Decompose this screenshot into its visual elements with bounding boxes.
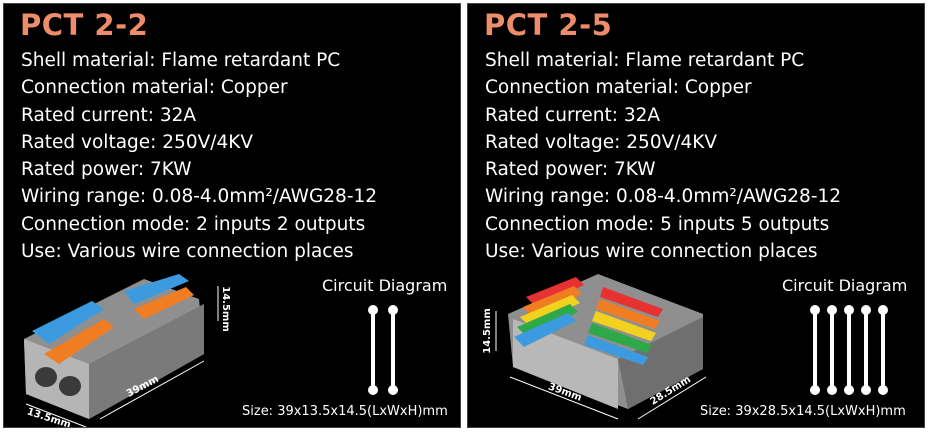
spec-wiring-range: Wiring range: 0.08-4.0mm²/AWG28-12 [485,186,842,208]
spec-shell-material: Shell material: Flame retardant PC [485,50,805,71]
circuit-diagram-icon [810,305,888,395]
spec-connection-material: Connection material: Copper [21,77,288,99]
product-title: PCT 2-2 [20,8,149,42]
size-text: Size: 39x13.5x14.5(LxWxH)mm [242,404,448,419]
product-title: PCT 2-5 [484,8,613,42]
spec-connection-mode: Connection mode: 2 inputs 2 outputs [21,213,366,235]
spec-list: Shell material: Flame retardant PC Conne… [21,47,377,265]
dim-width: 13.5mm [25,406,72,428]
product-panel-pct-2-2: PCT 2-2 Shell material: Flame retardant … [3,3,461,428]
spec-rated-current: Rated current: 32A [485,104,661,126]
spec-rated-power: Rated power: 7KW [485,159,656,181]
spec-use: Use: Various wire connection places [485,241,818,263]
connector-product-image: 14.5mm 39mm 28.5mm [482,274,707,420]
spec-connection-mode: Connection mode: 5 inputs 5 outputs [485,213,830,235]
dim-height: 14.5mm [482,308,493,354]
spec-rated-power: Rated power: 7KW [21,159,192,181]
circuit-diagram-title: Circuit Diagram [322,276,448,295]
spec-connection-material: Connection material: Copper [485,77,752,99]
spec-rated-voltage: Rated voltage: 250V/4KV [485,131,718,153]
spec-shell-material: Shell material: Flame retardant PC [21,50,341,71]
spec-wiring-range: Wiring range: 0.08-4.0mm²/AWG28-12 [21,186,378,208]
size-text: Size: 39x28.5x14.5(LxWxH)mm [700,404,906,419]
dim-height: 14.5mm [220,286,231,332]
spec-use: Use: Various wire connection places [21,241,354,263]
spec-list: Shell material: Flame retardant PC Conne… [485,47,841,265]
circuit-diagram-title: Circuit Diagram [782,276,908,295]
connector-product-image: 14.5mm 39mm 13.5mm [24,274,231,428]
product-panel-pct-2-5: PCT 2-5 Shell material: Flame retardant … [467,3,925,428]
spec-rated-voltage: Rated voltage: 250V/4KV [21,131,254,153]
circuit-diagram-icon [368,305,398,395]
spec-rated-current: Rated current: 32A [21,104,197,126]
